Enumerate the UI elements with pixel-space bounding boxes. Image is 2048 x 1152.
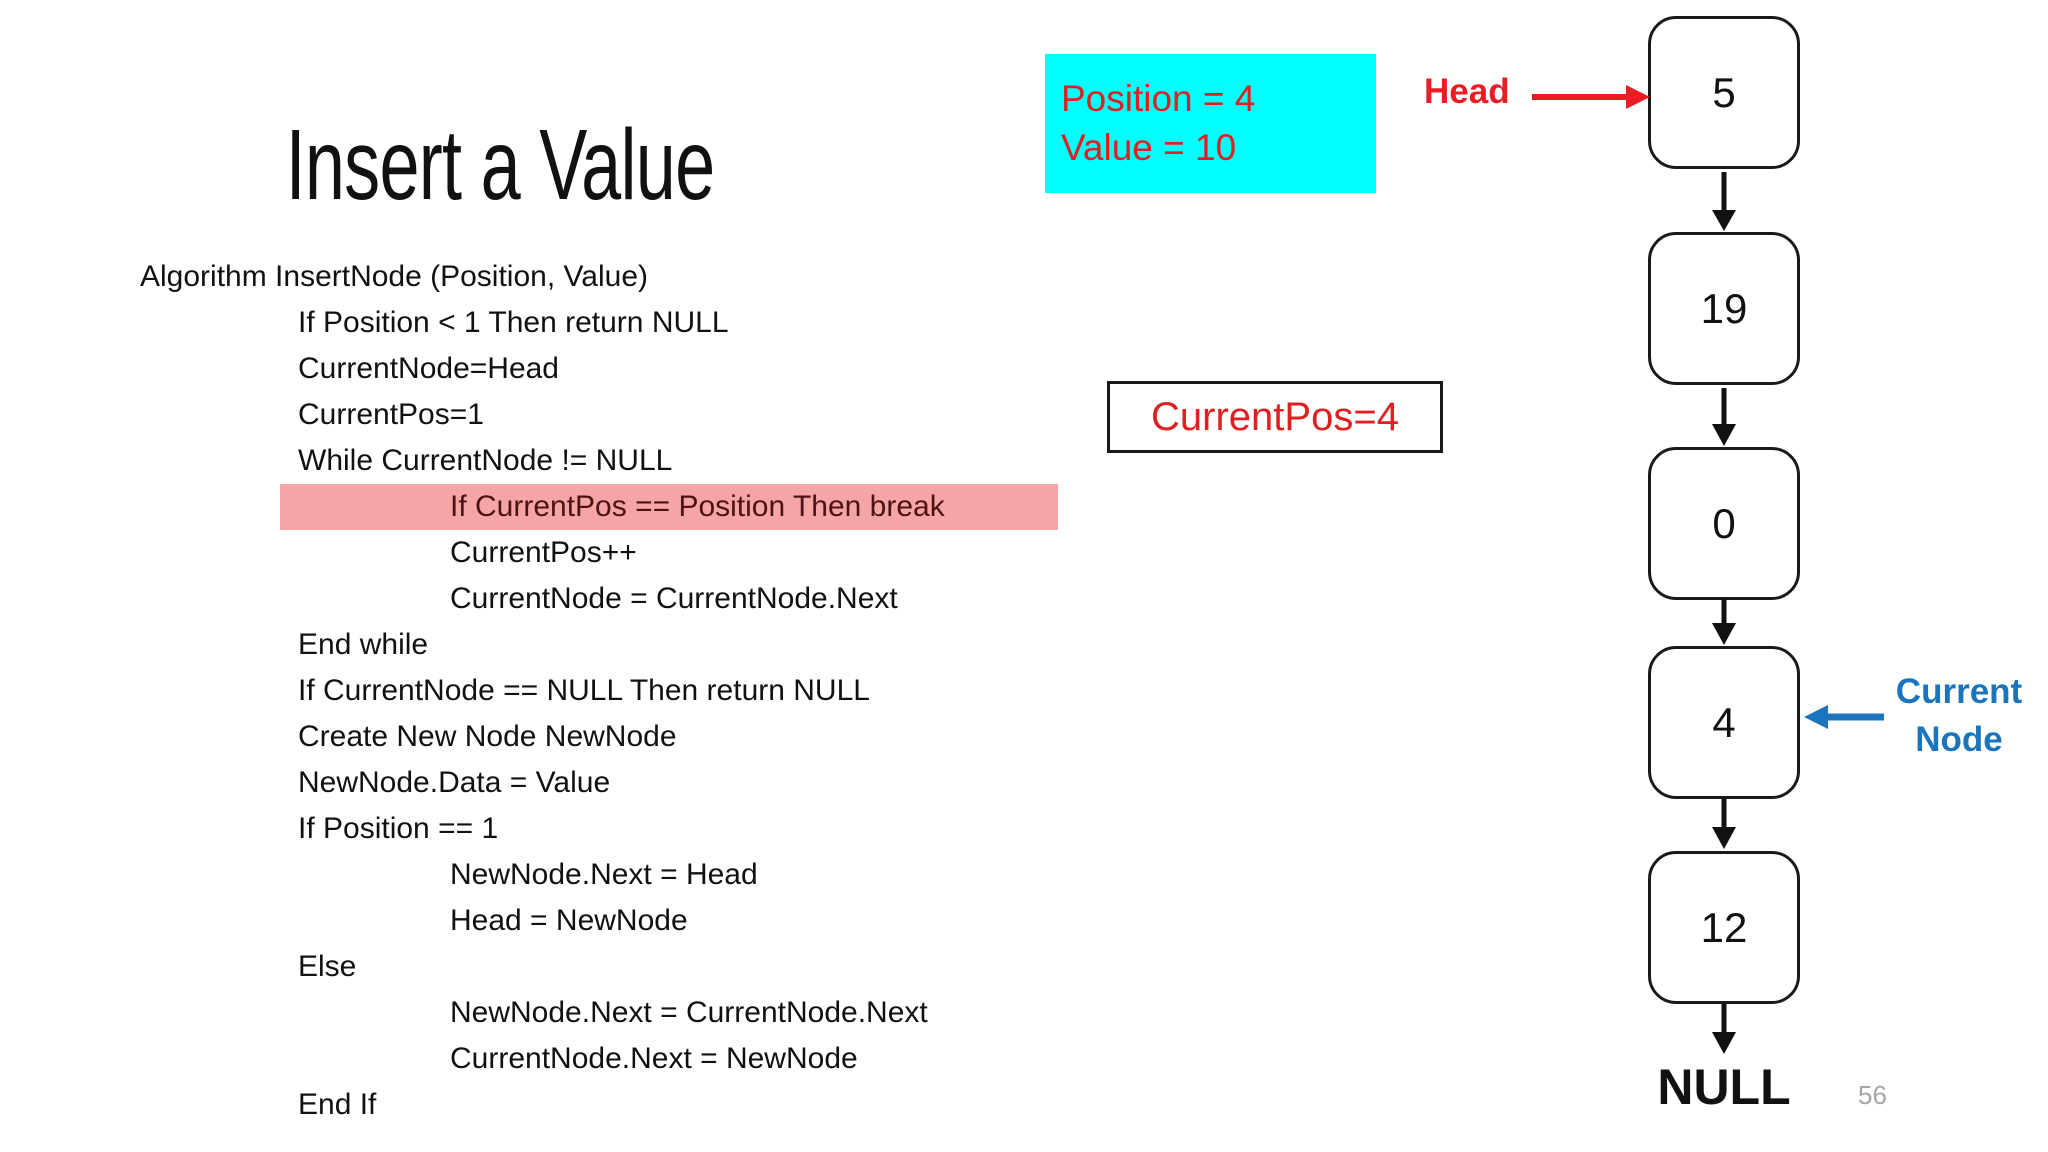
code-line: CurrentNode=Head: [298, 352, 559, 385]
code-line: NewNode.Next = Head: [450, 858, 758, 891]
code-line: NewNode.Next = CurrentNode.Next: [450, 996, 928, 1029]
algorithm-code: Algorithm InsertNode (Position, Value) If…: [140, 254, 1100, 1128]
page-title: Insert a Value: [285, 109, 716, 221]
list-node-0: 0: [1648, 447, 1800, 600]
list-node-4: 4: [1648, 646, 1800, 799]
code-line: CurrentNode = CurrentNode.Next: [450, 582, 898, 615]
parameter-value: Value = 10: [1061, 126, 1237, 168]
parameter-position: Position = 4: [1061, 77, 1256, 119]
page-number: 56: [1858, 1080, 1887, 1110]
code-line: If CurrentNode == NULL Then return NULL: [298, 674, 870, 707]
code-line: If Position == 1: [298, 812, 499, 845]
list-node-19: 19: [1648, 232, 1800, 385]
head-label: Head: [1424, 72, 1510, 111]
code-line: If Position < 1 Then return NULL: [298, 306, 729, 339]
code-line: Else: [298, 950, 357, 983]
parameters-callout: Position = 4 Value = 10: [1045, 54, 1376, 193]
code-line: End while: [298, 628, 429, 661]
current-node-label-line1: Current: [1895, 672, 2023, 711]
code-line: Algorithm InsertNode (Position, Value): [140, 260, 649, 293]
null-terminator: NULL: [1657, 1059, 1791, 1115]
currentpos-callout: CurrentPos=4: [1107, 381, 1443, 453]
code-line: CurrentNode.Next = NewNode: [450, 1042, 858, 1075]
current-node-label-line2: Node: [1915, 720, 2003, 759]
code-line: Head = NewNode: [450, 904, 688, 937]
code-line: CurrentPos++: [450, 536, 637, 569]
code-line: Create New Node NewNode: [298, 720, 677, 753]
current-node-label: Current Node: [1882, 668, 2036, 764]
currentpos-text: CurrentPos=4: [1151, 394, 1399, 439]
list-node-5: 5: [1648, 16, 1800, 169]
list-node-12: 12: [1648, 851, 1800, 1004]
code-line: While CurrentNode != NULL: [298, 444, 673, 477]
code-line: NewNode.Data = Value: [298, 766, 611, 799]
code-line: CurrentPos=1: [298, 398, 484, 431]
code-line: End If: [298, 1088, 377, 1121]
code-line-highlighted: If CurrentPos == Position Then break: [140, 484, 1100, 530]
